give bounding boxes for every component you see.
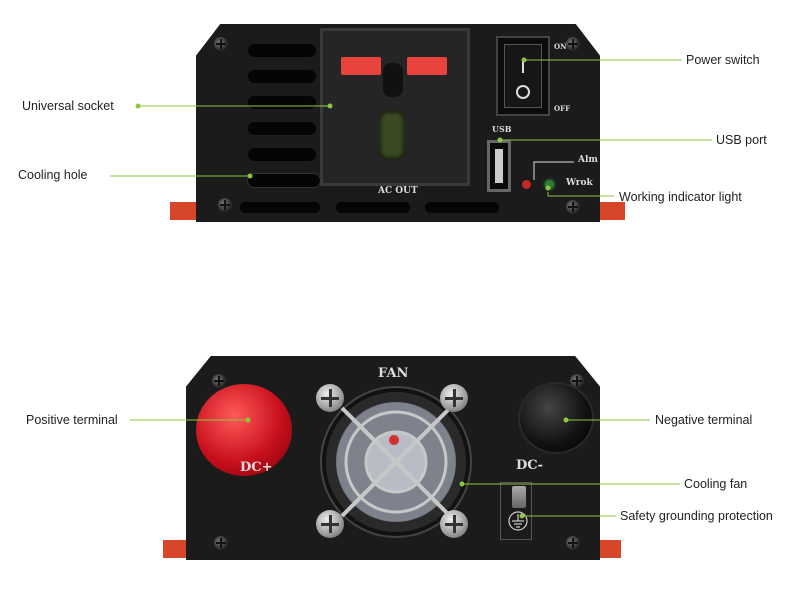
callout-positive-terminal: Positive terminal <box>26 413 118 427</box>
alm-label: Alm <box>578 155 598 165</box>
ground-icon <box>508 511 528 531</box>
ac-out-label: AC OUT <box>378 186 418 196</box>
switch-on-label: ON <box>554 42 567 51</box>
cooling-slot <box>248 70 316 83</box>
alm-indicator-light <box>522 180 531 189</box>
usb-tongue <box>495 149 503 183</box>
screw-icon <box>316 510 344 538</box>
cooling-slot <box>336 202 410 213</box>
cooling-fan[interactable] <box>326 392 466 532</box>
callout-cooling-hole: Cooling hole <box>18 168 88 182</box>
switch-rocker <box>504 44 542 108</box>
working-indicator-light <box>545 180 554 189</box>
screw-icon <box>440 510 468 538</box>
screw-icon <box>218 198 232 212</box>
grounding-outline <box>500 482 532 540</box>
switch-off-label: OFF <box>554 104 571 113</box>
cooling-slot <box>248 44 316 57</box>
callout-cooling-fan: Cooling fan <box>684 477 748 491</box>
screw-icon <box>570 374 584 388</box>
usb-label: USB <box>492 124 512 134</box>
screw-icon <box>440 384 468 412</box>
screw-icon <box>566 536 580 550</box>
universal-socket[interactable] <box>320 28 470 186</box>
callout-working-indicator: Working indicator light <box>619 190 742 204</box>
power-switch[interactable] <box>496 36 550 116</box>
dc-plus-label: DC+ <box>240 460 273 475</box>
callout-universal-socket: Universal socket <box>22 99 114 113</box>
socket-pin-left <box>341 57 381 75</box>
positive-terminal[interactable] <box>196 384 292 476</box>
switch-off-mark <box>516 85 530 99</box>
wrok-label: Wrok <box>566 178 593 188</box>
screw-icon <box>316 384 344 412</box>
callout-power-switch: Power switch <box>686 53 760 67</box>
screw-icon <box>212 374 226 388</box>
callout-safety-grounding: Safety grounding protection <box>620 509 773 523</box>
usb-port[interactable] <box>487 140 511 192</box>
cooling-slot <box>248 122 316 135</box>
switch-on-mark <box>522 59 524 73</box>
screw-icon <box>214 536 228 550</box>
grounding-terminal[interactable] <box>512 486 526 508</box>
cooling-slot <box>425 202 499 213</box>
cooling-slot <box>240 202 320 213</box>
screw-icon <box>566 200 580 214</box>
callout-usb-port: USB port <box>716 133 767 147</box>
socket-pin-ground <box>379 111 405 159</box>
cooling-hole <box>248 174 320 187</box>
cooling-slot <box>248 148 316 161</box>
socket-pin-right <box>407 57 447 75</box>
fan-label: FAN <box>378 366 409 381</box>
callout-negative-terminal: Negative terminal <box>655 413 753 427</box>
indicator-marking <box>533 161 574 180</box>
fan-guard <box>340 406 452 518</box>
negative-terminal[interactable] <box>520 384 592 452</box>
dc-minus-label: DC- <box>516 458 544 473</box>
screw-icon <box>214 37 228 51</box>
cooling-slot <box>248 96 316 109</box>
socket-pin-center <box>383 63 403 97</box>
screw-icon <box>566 37 580 51</box>
